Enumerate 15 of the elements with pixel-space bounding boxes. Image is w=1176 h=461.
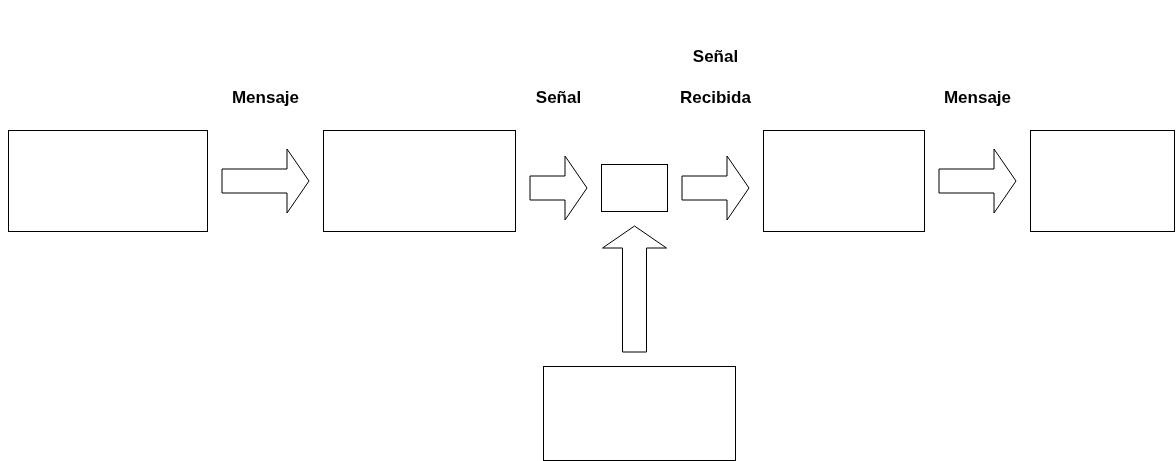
empty-box (1030, 130, 1175, 232)
empty-box (763, 130, 925, 232)
empty-box (8, 130, 208, 232)
block-arrow (221, 148, 310, 214)
edge-label: Señal Recibida (679, 46, 752, 109)
edge-label: Señal (534, 87, 583, 109)
empty-box (323, 130, 516, 232)
edge-label: Mensaje (230, 87, 301, 109)
block-arrow (602, 225, 667, 353)
empty-box (601, 164, 668, 212)
block-arrow (529, 155, 588, 221)
block-arrow (681, 155, 750, 221)
edge-label: Mensaje (942, 87, 1013, 109)
empty-box (543, 366, 736, 461)
block-arrow (938, 148, 1017, 214)
